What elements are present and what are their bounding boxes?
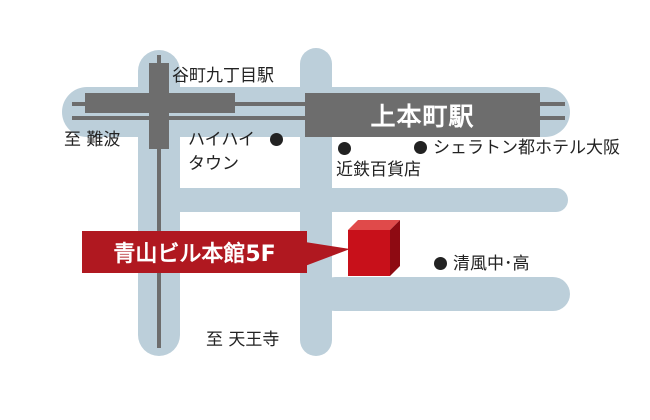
road-lower-horizontal	[318, 277, 570, 311]
landmark-marker-icon	[434, 257, 447, 270]
direction-label-tennoji: 至 天王寺	[206, 330, 280, 350]
destination-pointer	[305, 242, 350, 266]
road-middle-horizontal	[160, 188, 568, 212]
station-label-tanimachi: 谷町九丁目駅	[172, 66, 274, 86]
landmark-haihai-line1: ハイハイ	[188, 130, 255, 150]
landmark-marker-icon	[414, 141, 427, 154]
landmark-haihai-line2: タウン	[188, 154, 239, 174]
landmark-marker-icon	[338, 142, 351, 155]
direction-label-namba: 至 難波	[64, 130, 121, 150]
landmark-seifu: 清風中･高	[434, 254, 530, 274]
landmark-sheraton-label: シェラトン都ホテル大阪	[433, 138, 620, 158]
landmark-sheraton: シェラトン都ホテル大阪	[414, 138, 620, 158]
landmark-seifu-label: 清風中･高	[453, 254, 530, 274]
station-label-uehommachi: 上本町駅	[370, 102, 475, 131]
landmark-marker-icon	[270, 133, 284, 146]
landmark-kintetsu: 近鉄百貨店	[336, 160, 421, 180]
destination-label: 青山ビル本館5F	[113, 242, 276, 267]
building-icon	[348, 220, 400, 276]
landmark-haihai-town: ハイハイ	[188, 130, 284, 150]
station-block-tanimachi-vertical	[149, 63, 169, 149]
station-box-uehommachi: 上本町駅	[305, 93, 540, 137]
destination-label-box: 青山ビル本館5F	[82, 231, 307, 273]
